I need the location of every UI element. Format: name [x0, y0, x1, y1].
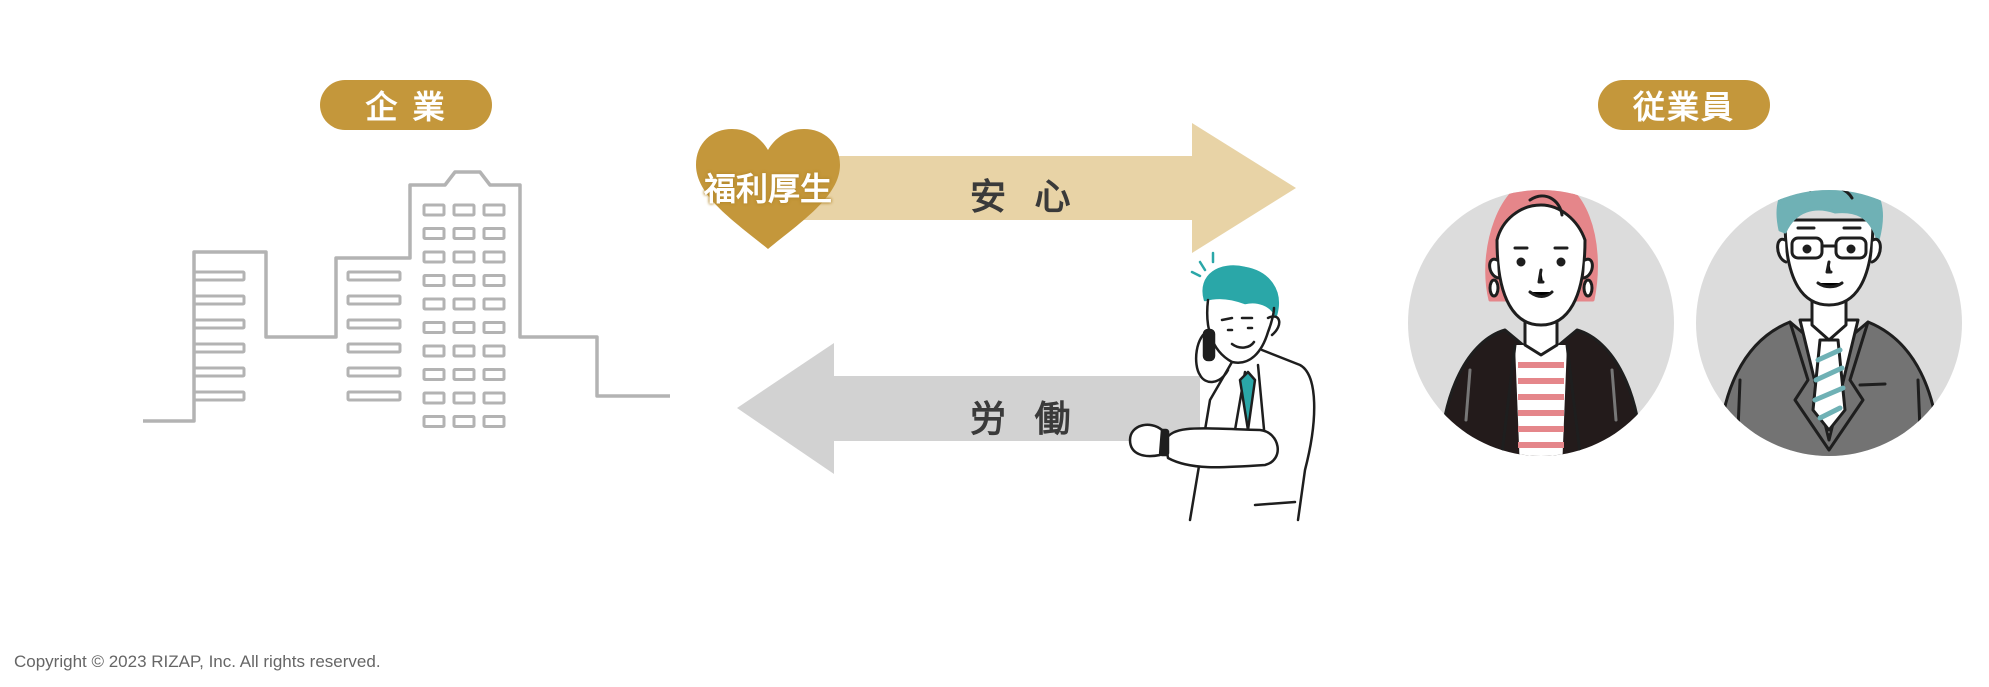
building-window [452, 368, 476, 381]
building-window [422, 391, 446, 405]
building-windows [192, 203, 506, 428]
building-window [482, 368, 506, 381]
building-window [482, 227, 506, 240]
building-window [422, 297, 446, 311]
building-window [452, 391, 476, 405]
building-window [422, 415, 446, 428]
building-window [452, 297, 476, 311]
roudou-label: 労 働 [970, 399, 1079, 440]
building-window [482, 344, 506, 358]
welfare-label: 福利厚生 [703, 170, 832, 208]
building-window [482, 297, 506, 311]
building-window [452, 321, 476, 334]
building-window [422, 368, 446, 381]
building-window [482, 321, 506, 334]
anshin-label: 安 心 [970, 177, 1079, 218]
building-window [482, 391, 506, 405]
building-window [452, 203, 476, 217]
building-window [452, 344, 476, 358]
building-window [452, 227, 476, 240]
copyright-text: Copyright © 2023 RIZAP, Inc. All rights … [14, 652, 381, 671]
building-window [452, 274, 476, 287]
building-window [482, 274, 506, 287]
building-window [482, 415, 506, 428]
building-window [422, 274, 446, 287]
building-window [422, 227, 446, 240]
building-window [422, 321, 446, 334]
employee-label: 従業員 [1598, 80, 1770, 130]
building-window [482, 250, 506, 264]
building-window [482, 203, 506, 217]
building-window [452, 250, 476, 264]
building-window [422, 344, 446, 358]
building-window [422, 203, 446, 217]
company-label: 企 業 [320, 80, 492, 130]
building-window [452, 415, 476, 428]
building-window [422, 250, 446, 264]
